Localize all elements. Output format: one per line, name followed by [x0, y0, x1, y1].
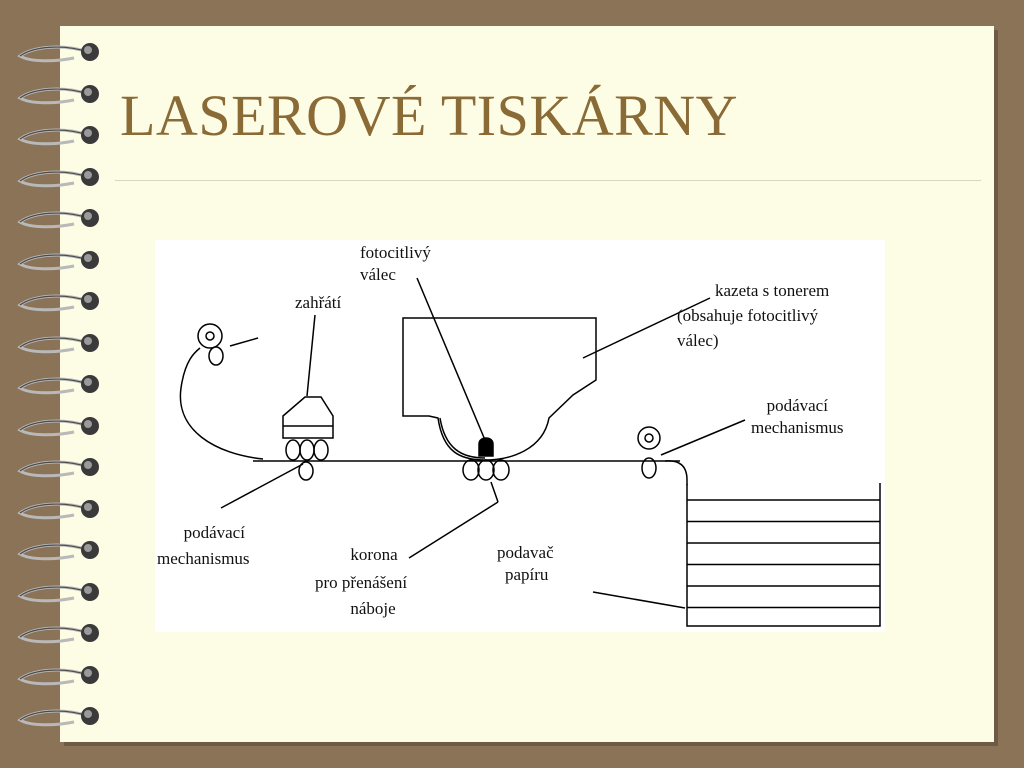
- feed-roller-right-hub: [644, 433, 654, 443]
- label-photo-drum: fotocitlivý válec: [360, 242, 431, 286]
- exit-roller-bottom: [208, 346, 224, 366]
- paper-feeder-pointer: [592, 591, 686, 609]
- feed-left-pointer: [220, 463, 304, 509]
- diagram-drawing: [179, 277, 881, 627]
- fuser-housing: [282, 396, 334, 439]
- spiral-ring: [17, 624, 99, 644]
- label-feed-left-line1: podávací: [183, 523, 245, 542]
- spiral-ring: [17, 458, 99, 478]
- corona-pointer: [408, 501, 499, 559]
- fuser-roller-3: [313, 439, 329, 461]
- paper-tray: [686, 483, 881, 627]
- label-feed-right-line2: mechanismus: [751, 418, 844, 437]
- label-photo-drum-line2: válec: [360, 265, 396, 284]
- fuser-roller-1: [285, 439, 301, 461]
- exit-roller-top: [197, 323, 223, 349]
- label-feed-left-line2: mechanismus: [157, 549, 250, 568]
- feed-right-pointer: [660, 419, 746, 456]
- label-cartridge: kazeta s tonerem (obsahuje fotocitlivý v…: [677, 280, 830, 352]
- title-divider: [115, 180, 981, 181]
- slide-title: LASEROVÉ TISKÁRNY: [120, 83, 739, 148]
- label-cartridge-line3: válec): [677, 331, 719, 350]
- fuser-roller-2: [299, 439, 315, 461]
- cartridge-pointer: [582, 297, 711, 359]
- label-cartridge-line1: kazeta s tonerem: [715, 281, 830, 300]
- label-corona: korona pro přenášení náboje: [315, 544, 407, 620]
- label-feed-right: podávací mechanismus: [751, 395, 844, 439]
- label-cartridge-line2: (obsahuje fotocitlivý: [677, 306, 819, 325]
- spiral-ring: [17, 167, 99, 187]
- toner-cartridge-outline: [402, 317, 597, 461]
- label-paper-feeder-line1: podavač: [497, 543, 554, 562]
- label-paper-feeder-line2: papíru: [505, 565, 549, 584]
- label-corona-line2: pro přenášení: [315, 573, 408, 592]
- paper-path-curve-right: [664, 460, 688, 485]
- spiral-ring: [17, 416, 99, 436]
- exit-roller-top-hub: [205, 331, 215, 341]
- label-feed-left: podávací mechanismus: [157, 522, 250, 570]
- paper-stack-lines: [687, 499, 880, 609]
- label-photo-drum-line1: fotocitlivý: [360, 243, 431, 262]
- label-heating: zahřátí: [295, 293, 342, 312]
- paper-exit-curve: [179, 347, 264, 460]
- drum-pointer: [416, 277, 486, 441]
- feed-roller-right-bottom: [641, 457, 657, 479]
- corona-roller-1: [462, 459, 480, 481]
- spiral-ring: [17, 707, 99, 727]
- spiral-ring: [17, 209, 99, 229]
- heating-pointer: [306, 314, 316, 397]
- label-corona-line3: náboje: [350, 599, 396, 618]
- spiral-ring: [17, 84, 99, 104]
- corona-roller-2: [477, 459, 495, 481]
- corona-roller-3: [492, 459, 510, 481]
- corona-stem: [490, 481, 499, 503]
- spiral-ring: [17, 582, 99, 602]
- label-corona-line1: korona: [350, 545, 398, 564]
- spiral-ring: [17, 292, 99, 312]
- photosensitive-drum: [478, 437, 494, 457]
- spiral-ring: [17, 43, 99, 63]
- spiral-ring: [17, 541, 99, 561]
- feed-roller-right-top: [637, 426, 661, 450]
- spiral-ring: [17, 665, 99, 685]
- spiral-ring: [17, 333, 99, 353]
- spiral-ring: [17, 375, 99, 395]
- fuser-roller-bottom: [298, 461, 314, 481]
- label-paper-feeder: podavač papíru: [497, 542, 554, 586]
- spiral-ring: [17, 126, 99, 146]
- exit-arrow-line: [229, 337, 259, 347]
- laser-printer-diagram: fotocitlivý válec zahřátí kazeta s toner…: [155, 240, 885, 632]
- label-feed-right-line1: podávací: [766, 396, 828, 415]
- cartridge-bowl-left: [439, 417, 486, 459]
- spiral-ring: [17, 499, 99, 519]
- spiral-ring: [17, 250, 99, 270]
